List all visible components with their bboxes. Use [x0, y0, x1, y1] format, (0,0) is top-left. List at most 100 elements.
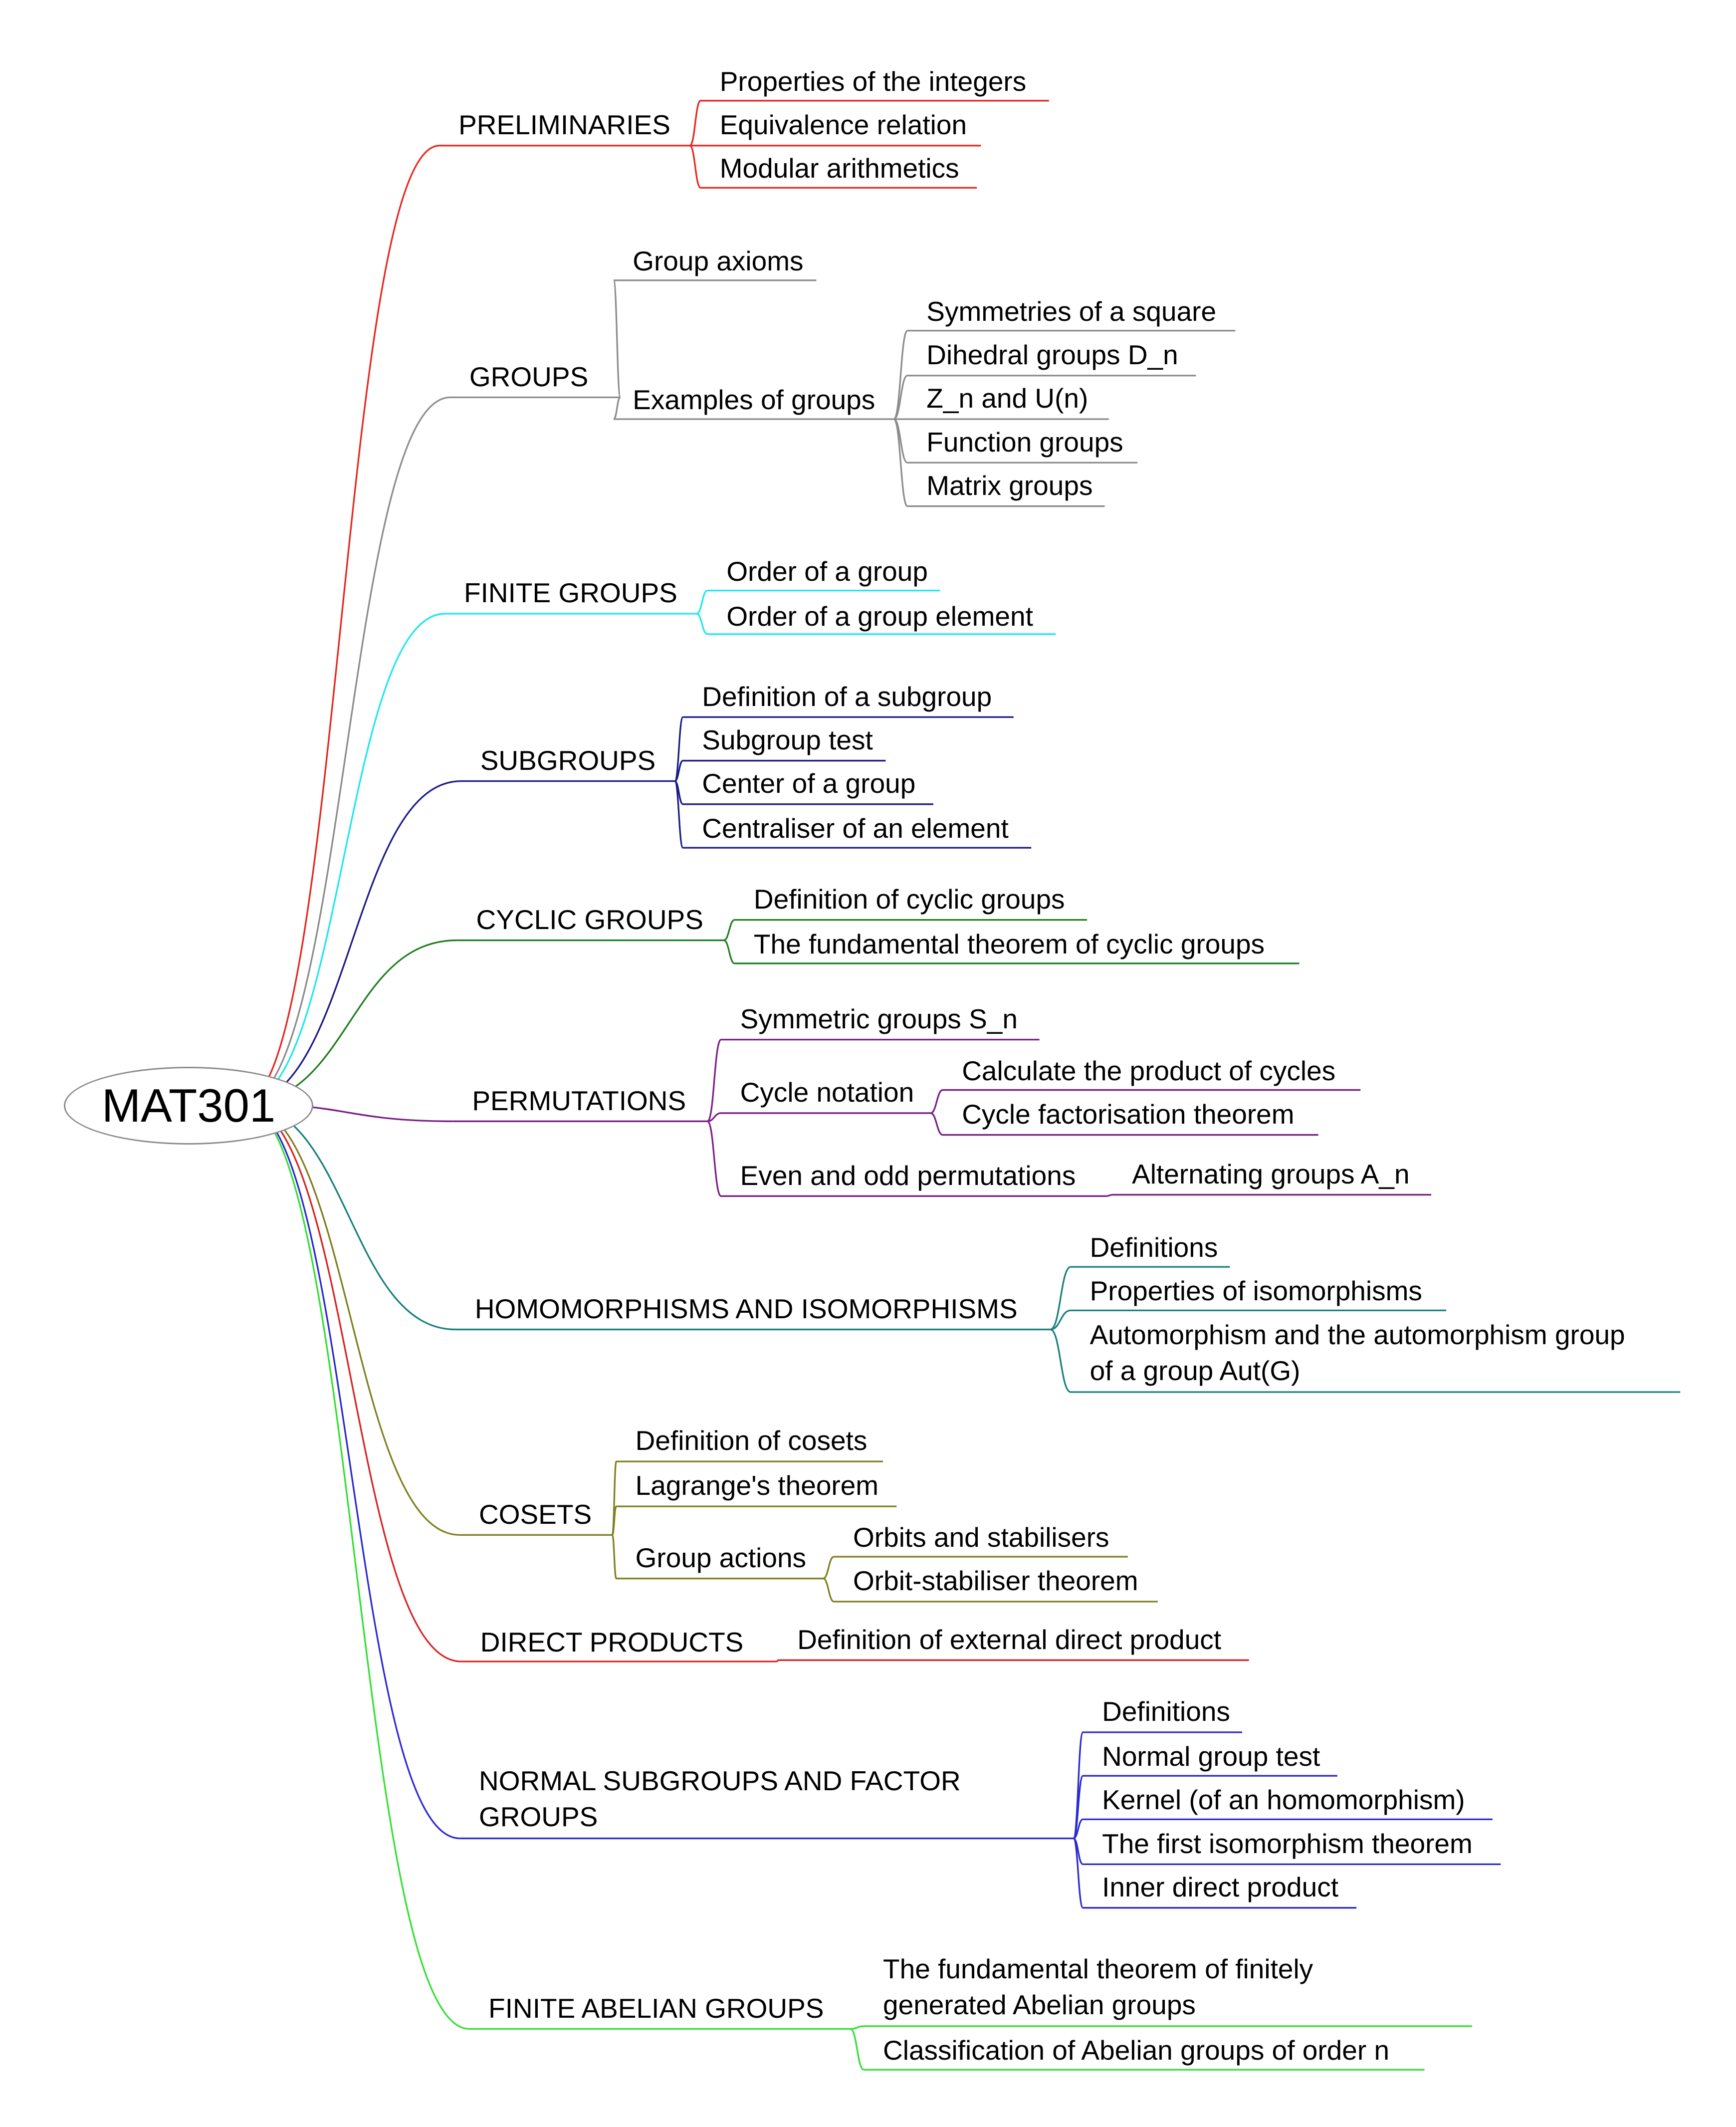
- topic-the-fundamental-theorem-of-finitely-generated-abelian-groups-line: The fundamental theorem of finitely: [883, 1953, 1313, 1984]
- topic-inner-direct-product[interactable]: Inner direct product: [1102, 1869, 1338, 1905]
- topic-normal-group-test-line: Normal group test: [1102, 1741, 1320, 1772]
- topic-subgroup-test[interactable]: Subgroup test: [702, 722, 872, 758]
- topic-definitions[interactable]: Definitions: [1102, 1693, 1230, 1729]
- topic-classification-of-abelian-groups-of-order-n-connector: [850, 2028, 865, 2071]
- topic-properties-of-isomorphisms[interactable]: Properties of isomorphisms: [1090, 1273, 1422, 1309]
- branch-finite-groups-line: FINITE GROUPS: [464, 577, 677, 609]
- branch-direct-products-line: DIRECT PRODUCTS: [480, 1627, 744, 1658]
- topic-order-of-a-group[interactable]: Order of a group: [726, 553, 928, 589]
- branch-groups[interactable]: GROUPS: [469, 359, 588, 395]
- topic-the-fundamental-theorem-of-cyclic-groups[interactable]: The fundamental theorem of cyclic groups: [754, 926, 1265, 962]
- topic-orbits-and-stabilisers[interactable]: Orbits and stabilisers: [853, 1519, 1109, 1555]
- topic-orbit-stabiliser-theorem[interactable]: Orbit-stabiliser theorem: [853, 1563, 1138, 1599]
- topic-cycle-notation-connector: [707, 1112, 721, 1122]
- topic-properties-of-the-integers-line: Properties of the integers: [719, 65, 1027, 97]
- branch-preliminaries[interactable]: PRELIMINARIES: [458, 107, 670, 143]
- branch-finite-abelian-groups[interactable]: FINITE ABELIAN GROUPS: [488, 1990, 824, 2026]
- topic-properties-of-the-integers[interactable]: Properties of the integers: [720, 63, 1027, 99]
- topic-centraliser-of-an-element-connector: [674, 780, 684, 849]
- branch-homomorphisms-and-isomorphisms-line: HOMOMORPHISMS AND ISOMORPHISMS: [474, 1293, 1018, 1324]
- topic-definition-of-cosets-line: Definition of cosets: [635, 1425, 868, 1456]
- branch-direct-products[interactable]: DIRECT PRODUCTS: [480, 1624, 744, 1660]
- topic-centraliser-of-an-element[interactable]: Centraliser of an element: [702, 810, 1008, 846]
- branch-direct-products-connector: [242, 1103, 461, 1662]
- topic-lagrange-s-theorem-connector: [611, 1505, 618, 1536]
- topic-definitions-line: Definitions: [1102, 1696, 1230, 1727]
- topic-center-of-a-group[interactable]: Center of a group: [702, 765, 915, 801]
- branch-permutations[interactable]: PERMUTATIONS: [472, 1083, 686, 1119]
- topic-equivalence-relation[interactable]: Equivalence relation: [720, 107, 967, 143]
- branch-preliminaries-connector: [242, 145, 439, 1105]
- topic-group-actions[interactable]: Group actions: [636, 1540, 806, 1576]
- topic-the-fundamental-theorem-of-cyclic-groups-connector: [723, 939, 735, 964]
- topic-definition-of-external-direct-product-connector: [776, 1659, 779, 1662]
- topic-normal-group-test[interactable]: Normal group test: [1102, 1738, 1320, 1774]
- branch-finite-abelian-groups-line: FINITE ABELIAN GROUPS: [488, 1992, 824, 2024]
- topic-definitions[interactable]: Definitions: [1090, 1229, 1218, 1265]
- topic-orbits-and-stabilisers-connector: [823, 1556, 835, 1580]
- topic-cycle-factorisation-theorem[interactable]: Cycle factorisation theorem: [962, 1096, 1294, 1132]
- topic-calculate-the-product-of-cycles-line: Calculate the product of cycles: [962, 1055, 1336, 1086]
- topic-group-actions-line: Group actions: [635, 1542, 807, 1574]
- topic-alternating-groups-a-n-connector: [1106, 1193, 1113, 1197]
- topic-automorphism-and-the-automorphism-group-of-a-group-aut-g[interactable]: Automorphism and the automorphism group o…: [1090, 1317, 1625, 1389]
- topic-symmetric-groups-s-n-line: Symmetric groups S_n: [740, 1003, 1018, 1035]
- topic-order-of-a-group-element[interactable]: Order of a group element: [726, 598, 1033, 634]
- branch-normal-subgroups-and-factor-groups-line: GROUPS: [479, 1801, 598, 1833]
- branch-finite-groups[interactable]: FINITE GROUPS: [464, 575, 677, 611]
- topic-calculate-the-product-of-cycles-connector: [930, 1089, 943, 1114]
- topic-function-groups[interactable]: Function groups: [926, 424, 1123, 460]
- branch-cosets-line: COSETS: [479, 1498, 592, 1530]
- topic-symmetries-of-a-square[interactable]: Symmetries of a square: [926, 293, 1216, 329]
- topic-definition-of-a-subgroup[interactable]: Definition of a subgroup: [702, 679, 992, 714]
- topic-order-of-a-group-line: Order of a group: [726, 555, 928, 587]
- branch-normal-subgroups-and-factor-groups[interactable]: NORMAL SUBGROUPS AND FACTOR GROUPS: [479, 1763, 961, 1835]
- topic-symmetries-of-a-square-line: Symmetries of a square: [926, 295, 1217, 327]
- topic-examples-of-groups[interactable]: Examples of groups: [633, 382, 875, 418]
- root-node[interactable]: MAT301: [64, 1067, 313, 1145]
- topic-orbit-stabiliser-theorem-connector: [823, 1578, 835, 1603]
- topic-the-first-isomorphism-theorem[interactable]: The first isomorphism theorem: [1102, 1826, 1473, 1862]
- branch-cyclic-groups-line: CYCLIC GROUPS: [476, 904, 703, 935]
- topic-modular-arithmetics-connector: [689, 145, 701, 189]
- topic-cycle-notation[interactable]: Cycle notation: [740, 1074, 914, 1110]
- topic-group-axioms[interactable]: Group axioms: [633, 243, 803, 279]
- branch-normal-subgroups-and-factor-groups-connector: [242, 1103, 460, 1840]
- topic-cycle-factorisation-theorem-line: Cycle factorisation theorem: [962, 1098, 1295, 1130]
- topic-matrix-groups-connector: [893, 418, 908, 507]
- topic-definition-of-external-direct-product[interactable]: Definition of external direct product: [797, 1622, 1221, 1657]
- topic-z-n-and-u-n[interactable]: Z_n and U(n): [926, 380, 1088, 416]
- topic-inner-direct-product-line: Inner direct product: [1102, 1872, 1338, 1903]
- branch-subgroups[interactable]: SUBGROUPS: [480, 742, 655, 778]
- topic-the-fundamental-theorem-of-finitely-generated-abelian-groups-connector: [850, 2025, 864, 2030]
- topic-symmetric-groups-s-n[interactable]: Symmetric groups S_n: [740, 1001, 1018, 1037]
- topic-lagrange-s-theorem[interactable]: Lagrange's theorem: [636, 1467, 878, 1503]
- topic-properties-of-the-integers-connector: [689, 100, 702, 147]
- topic-modular-arithmetics[interactable]: Modular arithmetics: [720, 150, 959, 186]
- branch-homomorphisms-and-isomorphisms[interactable]: HOMOMORPHISMS AND ISOMORPHISMS: [475, 1291, 1018, 1327]
- topic-alternating-groups-a-n[interactable]: Alternating groups A_n: [1132, 1156, 1410, 1192]
- topic-automorphism-and-the-automorphism-group-of-a-group-aut-g-line: of a group Aut(G): [1089, 1355, 1301, 1386]
- topic-matrix-groups[interactable]: Matrix groups: [926, 468, 1092, 503]
- topic-calculate-the-product-of-cycles[interactable]: Calculate the product of cycles: [962, 1053, 1335, 1089]
- topic-kernel-of-an-homomorphism[interactable]: Kernel (of an homomorphism): [1102, 1782, 1465, 1818]
- branch-groups-connector: [242, 396, 450, 1105]
- topic-definitions-connector: [1050, 1266, 1072, 1331]
- branch-cosets[interactable]: COSETS: [479, 1496, 592, 1532]
- topic-definition-of-cosets[interactable]: Definition of cosets: [636, 1422, 868, 1458]
- topic-centraliser-of-an-element-line: Centraliser of an element: [702, 813, 1009, 844]
- topic-definition-of-cyclic-groups[interactable]: Definition of cyclic groups: [754, 881, 1065, 917]
- topic-kernel-of-an-homomorphism-connector: [1073, 1818, 1084, 1840]
- topic-dihedral-groups-d-n[interactable]: Dihedral groups D_n: [926, 337, 1178, 373]
- branch-cyclic-groups[interactable]: CYCLIC GROUPS: [476, 902, 703, 938]
- topic-center-of-a-group-line: Center of a group: [702, 768, 916, 799]
- topic-classification-of-abelian-groups-of-order-n[interactable]: Classification of Abelian groups of orde…: [883, 2032, 1389, 2068]
- topic-even-and-odd-permutations[interactable]: Even and odd permutations: [740, 1158, 1076, 1193]
- topic-definitions-connector: [1073, 1731, 1084, 1840]
- branch-homomorphisms-and-isomorphisms-connector: [242, 1103, 456, 1331]
- topic-inner-direct-product-connector: [1073, 1837, 1084, 1909]
- topic-group-axioms-connector: [613, 279, 622, 399]
- topic-automorphism-and-the-automorphism-group-of-a-group-aut-g-line: Automorphism and the automorphism group: [1089, 1319, 1625, 1350]
- branch-normal-subgroups-and-factor-groups-line: NORMAL SUBGROUPS AND FACTOR: [479, 1765, 961, 1797]
